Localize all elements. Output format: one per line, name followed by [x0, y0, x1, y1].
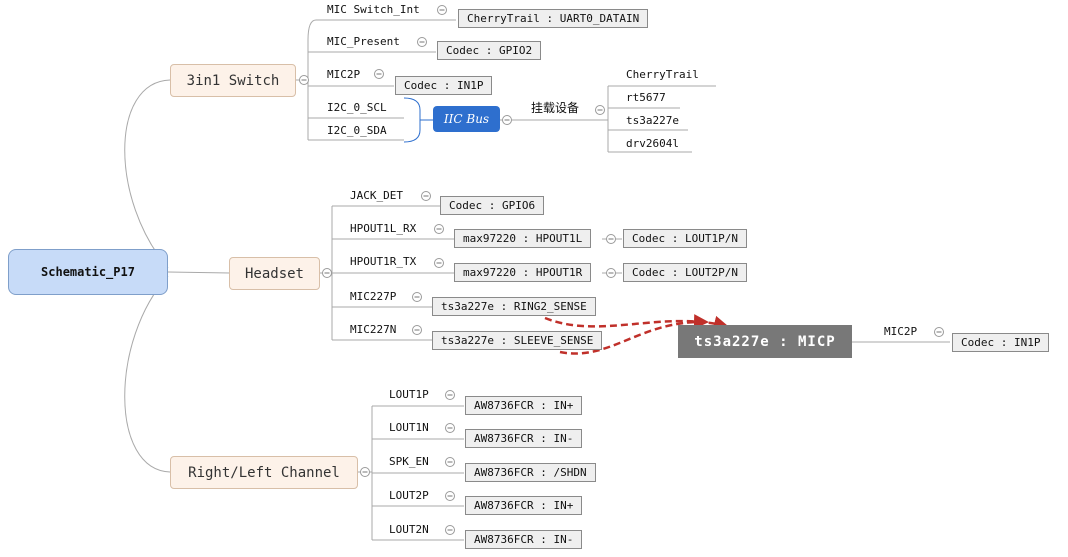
edge-root-headset [167, 271, 231, 274]
value-hpout1l-rx[interactable]: max97220 : HPOUT1L [454, 229, 592, 248]
value-mic227p[interactable]: ts3a227e : RING2_SENSE [432, 297, 596, 316]
value-lout1n[interactable]: AW8736FCR : IN- [465, 429, 583, 448]
label-mounted-devices[interactable]: 挂载设备 [531, 101, 580, 115]
value-lout2p[interactable]: AW8736FCR : IN+ [465, 496, 583, 515]
branch-3in1-switch[interactable]: 3in1 Switch [170, 64, 296, 97]
value-jack-det[interactable]: Codec : GPIO6 [440, 196, 545, 215]
label-i2c-sda[interactable]: I2C_0_SDA [327, 124, 387, 137]
micp-node[interactable]: ts3a227e : MICP [678, 325, 852, 358]
device-ts3a227e[interactable]: ts3a227e [626, 114, 679, 127]
value-mic2p[interactable]: Codec : IN1P [395, 76, 493, 95]
device-drv2604l[interactable]: drv2604l [626, 137, 679, 150]
value-hpout1r-tx[interactable]: max97220 : HPOUT1R [454, 263, 592, 282]
label-mic227p[interactable]: MIC227P [350, 290, 397, 303]
value2-hpout1l-rx[interactable]: Codec : LOUT1P/N [623, 229, 747, 248]
value2-hpout1r-tx[interactable]: Codec : LOUT2P/N [623, 263, 747, 282]
label-i2c-scl[interactable]: I2C_0_SCL [327, 101, 387, 114]
label-lout1n[interactable]: LOUT1N [389, 421, 429, 434]
label-mic-present[interactable]: MIC_Present [327, 35, 400, 48]
label-mic2p[interactable]: MIC2P [327, 68, 361, 81]
arrow-sleeve-to-micp [559, 314, 709, 355]
iic-bus-node[interactable]: IIC Bus [433, 106, 500, 132]
label-mic-switch-int[interactable]: MIC Switch_Int [327, 3, 420, 16]
label-micp-mic2p[interactable]: MIC2P [884, 325, 918, 338]
branch-right-left-channel[interactable]: Right/Left Channel [170, 456, 358, 489]
label-lout2p[interactable]: LOUT2P [389, 489, 429, 502]
value-mic227n[interactable]: ts3a227e : SLEEVE_SENSE [432, 331, 603, 350]
label-hpout1l-rx[interactable]: HPOUT1L_RX [350, 222, 417, 235]
device-rt5677[interactable]: rt5677 [626, 91, 666, 104]
label-spk-en[interactable]: SPK_EN [389, 455, 429, 468]
value-mic-present[interactable]: Codec : GPIO2 [437, 41, 542, 60]
label-hpout1r-tx[interactable]: HPOUT1R_TX [350, 255, 417, 268]
label-jack-det[interactable]: JACK_DET [350, 189, 403, 202]
label-lout1p[interactable]: LOUT1P [389, 388, 429, 401]
root-node[interactable]: Schematic_P17 [8, 249, 168, 295]
value-lout1p[interactable]: AW8736FCR : IN+ [465, 396, 583, 415]
value-spk-en[interactable]: AW8736FCR : /SHDN [465, 463, 596, 482]
label-mic227n[interactable]: MIC227N [350, 323, 397, 336]
label-lout2n[interactable]: LOUT2N [389, 523, 429, 536]
value-lout2n[interactable]: AW8736FCR : IN- [465, 530, 583, 549]
value-micp-mic2p[interactable]: Codec : IN1P [952, 333, 1050, 352]
device-cherrytrail[interactable]: CherryTrail [626, 68, 699, 81]
edge-root-switch [124, 79, 171, 269]
edge-root-channel [124, 275, 171, 473]
branch-headset[interactable]: Headset [229, 257, 320, 290]
value-mic-switch-int[interactable]: CherryTrail : UART0_DATAIN [458, 9, 649, 28]
